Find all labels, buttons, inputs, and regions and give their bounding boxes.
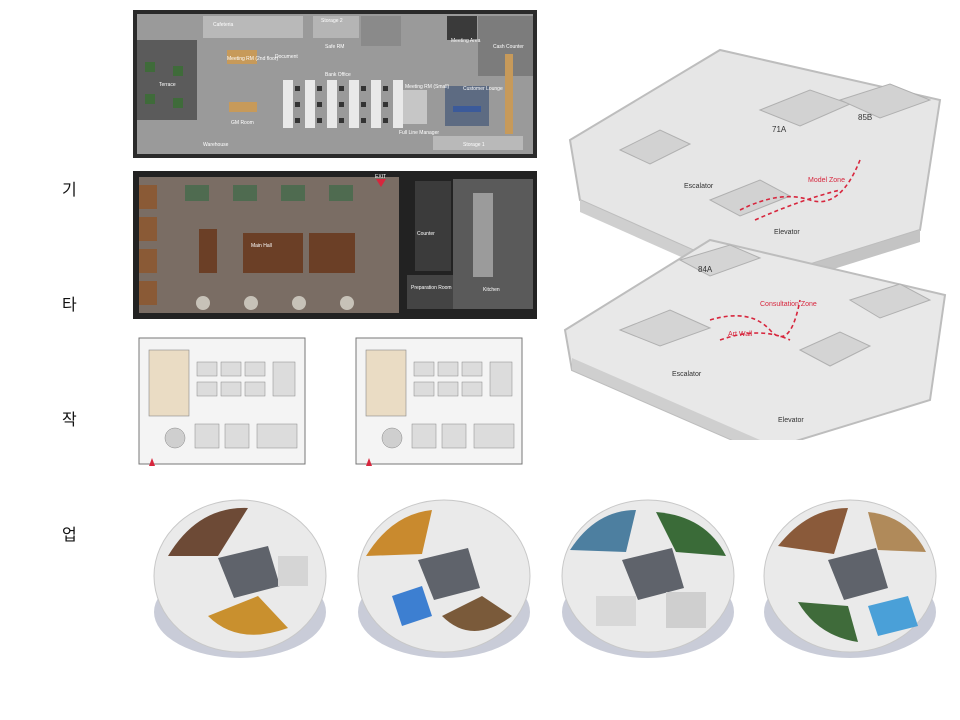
iso-label-escalator-lower: Escalator — [672, 371, 702, 378]
room-counter: Counter — [417, 231, 435, 237]
room-warehouse: Warehouse — [203, 142, 229, 148]
side-label-4: 업 — [62, 525, 77, 544]
iso-label-art-wall: Art Wall — [728, 331, 753, 338]
iso-label-consultation-zone: Consultation Zone — [760, 301, 817, 308]
room-document: Document — [275, 54, 298, 60]
room-main-hall: Main Hall — [251, 243, 272, 249]
room-customer-lounge: Customer Lounge — [463, 86, 503, 92]
bank-office-floor-plan: Cafeteria Storage 2 Meeting Area Cash Co… — [133, 10, 537, 158]
side-label-1: 기 — [62, 180, 77, 199]
restaurant-floor-plan: EXIT Main Hall Counter Preparation Room … — [133, 171, 537, 319]
room-gm-room: GM Room — [231, 120, 254, 126]
round-model-2 — [357, 499, 531, 658]
room-storage-1: Storage 1 — [463, 142, 485, 148]
iso-label-71a: 71A — [772, 125, 787, 134]
round-model-1 — [153, 499, 327, 658]
room-terrace: Terrace — [159, 82, 176, 88]
room-preparation: Preparation Room — [411, 285, 452, 291]
round-model-3 — [561, 499, 735, 658]
iso-label-escalator-upper: Escalator — [684, 183, 714, 190]
isometric-floor-models: 71A 85B Model Zone Escalator Elevator 84… — [563, 48, 947, 440]
iso-label-84a: 84A — [698, 265, 713, 274]
room-cafeteria: Cafeteria — [213, 22, 234, 28]
room-kitchen: Kitchen — [483, 287, 500, 293]
room-meeting-rm-2nd: Meeting RM (2nd floor) — [227, 56, 278, 62]
room-safe-rm: Safe RM — [325, 44, 344, 50]
side-label-2: 타 — [62, 295, 77, 314]
room-meeting-rm-small: Meeting RM (Small) — [405, 84, 450, 90]
line-floor-plan-2 — [355, 337, 523, 466]
iso-label-elevator-upper: Elevator — [774, 229, 800, 236]
exit-label: EXIT — [375, 174, 386, 180]
room-cash-counter: Cash Counter — [493, 44, 524, 50]
room-full-line-manager: Full Line Manager — [399, 130, 439, 136]
iso-label-elevator-lower: Elevator — [778, 417, 804, 424]
side-label-3: 작 — [62, 410, 77, 429]
room-bank-office: Bank Office — [325, 72, 351, 78]
room-storage-2: Storage 2 — [321, 18, 343, 24]
room-meeting-area: Meeting Area — [451, 38, 481, 44]
iso-label-model-zone: Model Zone — [808, 177, 845, 184]
line-floor-plan-1 — [138, 337, 306, 466]
round-model-4 — [763, 499, 937, 658]
iso-label-85b: 85B — [858, 113, 872, 122]
